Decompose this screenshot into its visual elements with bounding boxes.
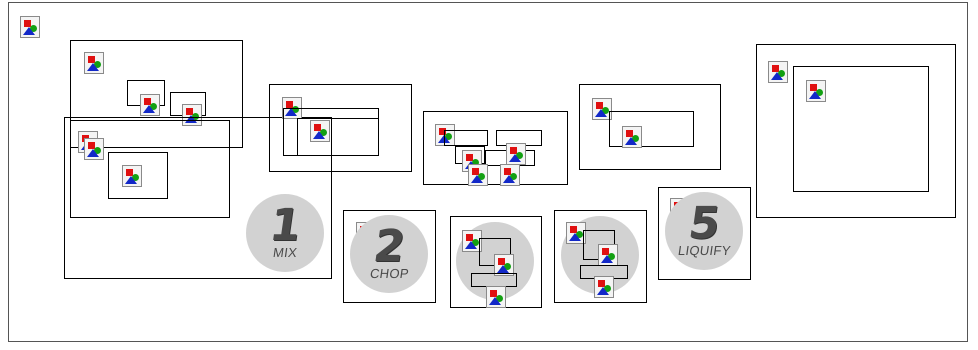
- image-frame: [471, 273, 517, 287]
- image-frame: [269, 84, 412, 172]
- broken-image-icon: [140, 94, 160, 116]
- broken-image-icon: [486, 286, 506, 308]
- image-frame: [108, 152, 168, 199]
- step-badge-chop: 2 CHOP: [350, 215, 428, 293]
- broken-image-icon: [806, 80, 826, 102]
- image-frame: [70, 120, 230, 218]
- image-frame: [70, 40, 243, 148]
- broken-image-icon: [122, 165, 142, 187]
- step-label: CHOP: [368, 266, 410, 281]
- broken-image-icon: [566, 222, 586, 244]
- step-label: LIQUIFY: [676, 243, 732, 258]
- broken-image-icon: [84, 138, 104, 160]
- step-label: MIX: [272, 245, 299, 260]
- broken-image-icon: [592, 98, 612, 120]
- broken-image-icon: [594, 276, 614, 298]
- image-frame: [756, 44, 956, 218]
- image-frame: [444, 130, 488, 146]
- image-frame: [297, 118, 379, 156]
- image-frame: [554, 210, 647, 303]
- step-badge-liquify: 5 LIQUIFY: [665, 192, 743, 270]
- image-frame: [343, 210, 436, 303]
- step-number: 2: [370, 221, 408, 272]
- broken-image-icon: [598, 244, 618, 266]
- broken-image-icon: [84, 52, 104, 74]
- step-number: 5: [685, 198, 723, 249]
- broken-image-icon: [310, 120, 330, 142]
- broken-image-icon: [468, 164, 488, 186]
- image-frame: [579, 84, 721, 170]
- step-number: 1: [266, 200, 304, 251]
- broken-image-icon: [622, 126, 642, 148]
- image-frame: [609, 111, 694, 147]
- broken-image-icon: [500, 164, 520, 186]
- image-frame: [658, 187, 751, 280]
- step-badge-mix: 1 MIX: [246, 194, 324, 272]
- broken-image-icon: [462, 230, 482, 252]
- broken-image-icon: [435, 124, 455, 146]
- broken-image-icon: [494, 254, 514, 276]
- broken-image-icon: [768, 61, 788, 83]
- broken-image-icon: [20, 16, 40, 38]
- image-frame: [793, 66, 929, 192]
- image-frame: [423, 111, 568, 185]
- image-frame: [64, 117, 332, 279]
- broken-image-icon: [506, 143, 526, 165]
